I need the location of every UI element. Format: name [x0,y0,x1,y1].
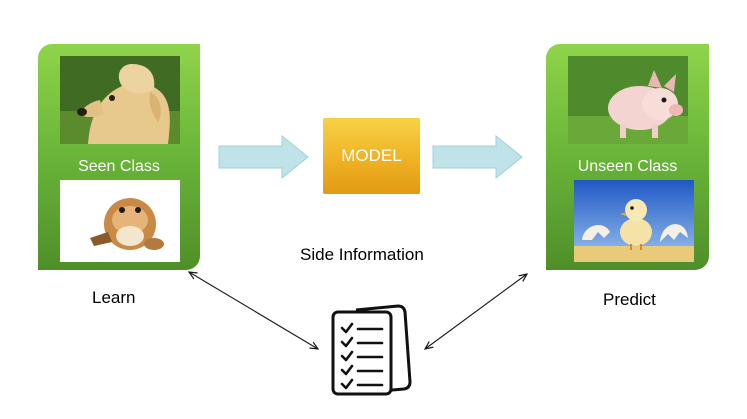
hamster-photo [60,180,180,262]
seen-class-panel: Seen Class [38,44,200,270]
unseen-class-panel: Unseen Class [546,44,709,270]
learn-label: Learn [92,288,136,307]
double-arrow-icon [189,272,318,349]
right-arrow-icon [218,135,310,179]
side-information-label: Side Information [300,245,424,264]
right-arrow-icon [432,135,524,179]
dog-photo [60,56,180,144]
chick-photo [574,180,694,262]
pig-photo [568,56,688,144]
unseen-class-label: Unseen Class [577,158,678,175]
seen-class-label: Seen Class [78,158,160,175]
checklist-document-icon [330,304,412,398]
model-box: MODEL [323,118,420,194]
double-arrow-icon [425,274,527,349]
predict-label: Predict [603,290,656,309]
